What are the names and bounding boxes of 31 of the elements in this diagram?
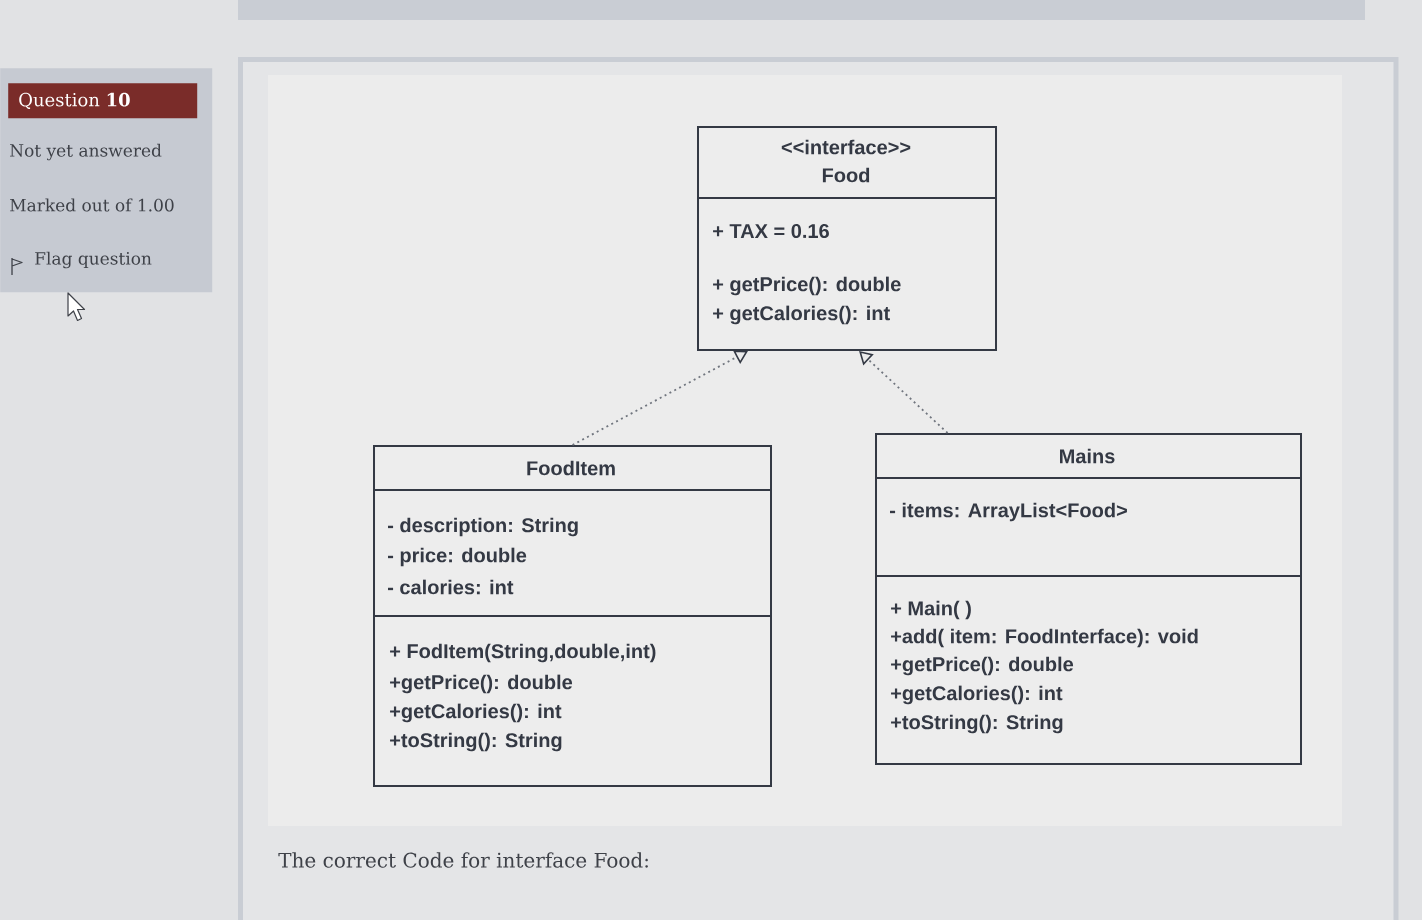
stereotype-label: <<interface>>	[781, 139, 911, 155]
status-text: Not yet answered	[10, 143, 162, 161]
method-text: +add( item: FoodInterface): void	[891, 628, 1198, 648]
method-text: + Main( )	[891, 600, 971, 620]
question-text: The correct Code for interface Food:	[278, 852, 648, 868]
method-text: + getPrice(): double	[713, 276, 901, 296]
arrow	[571, 350, 748, 446]
attribute-text: - items: ArrayList<Food>	[890, 502, 1127, 522]
class-name: Mains	[1060, 448, 1115, 464]
method-text: +toString(): String	[891, 714, 1063, 734]
attribute-text: - description: String	[388, 517, 578, 537]
attribute-text: - calories: int	[388, 579, 514, 595]
method-text: +getCalories(): int	[390, 703, 562, 723]
question-badge	[8, 83, 198, 119]
method-text: + FodItem(String,double,int)	[390, 643, 656, 663]
marks-text: Marked out of 1.00	[10, 198, 174, 212]
attribute-text: + TAX = 0.16	[713, 223, 829, 239]
attribute-text: - price: double	[388, 547, 527, 567]
flag-link: Flag question	[35, 251, 152, 269]
class-name: FoodItem	[527, 460, 615, 476]
class-box	[696, 126, 997, 351]
class-box	[372, 445, 772, 787]
method-text: +getPrice(): double	[891, 656, 1074, 676]
method-text: +toString(): String	[390, 732, 562, 752]
class-box	[874, 433, 1302, 765]
question-number: Question 10	[19, 92, 130, 110]
arrow	[859, 351, 949, 434]
method-text: +getCalories(): int	[891, 685, 1063, 705]
method-text: +getPrice(): double	[390, 674, 573, 694]
class-name: Food	[822, 167, 870, 183]
method-text: + getCalories(): int	[713, 305, 890, 325]
